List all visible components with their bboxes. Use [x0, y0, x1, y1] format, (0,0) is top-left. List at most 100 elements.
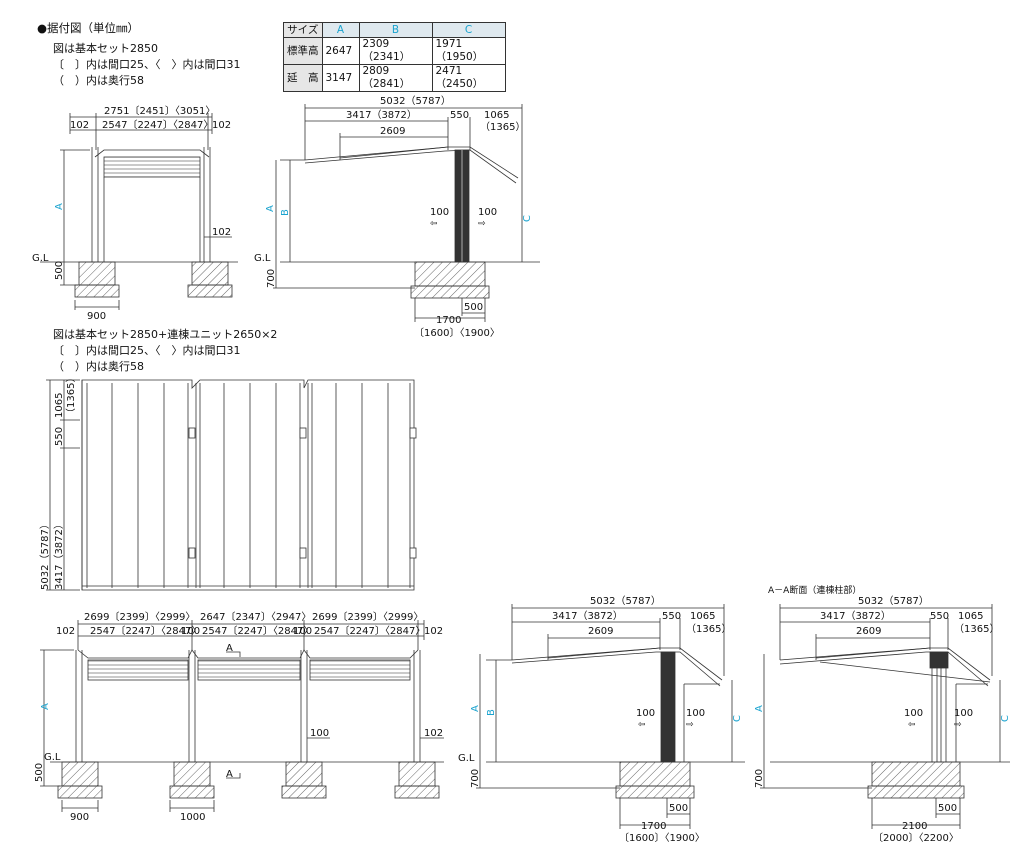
fv1-w-inner: 2547〔2247〕〈2847〉: [102, 119, 213, 131]
sv1-front: 1065: [484, 110, 509, 121]
sv1-gl: G.L: [254, 253, 271, 264]
spec-table: サイズ A B C 標準高 2647 2309（2341） 1971（1950）…: [283, 22, 506, 92]
sv2-total: 5032（5787）: [590, 595, 661, 607]
table-header-b: B: [358, 22, 433, 38]
sv2-base-paren: 〔1600〕〈1900〉: [619, 832, 705, 844]
sv1-back: 3417（3872）: [346, 109, 417, 121]
sv2-gl: G.L: [458, 753, 475, 764]
plan-total: 5032（5787）: [39, 519, 51, 590]
fv1-side-r: 102: [212, 120, 231, 131]
fv1-gl: G.L: [32, 253, 49, 264]
section-view: [760, 604, 1010, 829]
fv2-s2: 100: [181, 626, 200, 637]
fv2-i2: 2547〔2247〕〈2847〉: [202, 625, 313, 637]
sv1-base-total: 1700: [436, 315, 461, 326]
sv1-b: B: [280, 209, 291, 216]
fv2-post-end: 102: [424, 728, 443, 739]
sv2-front-paren: （1365）: [686, 623, 731, 635]
sec-front: 1065: [958, 611, 983, 622]
fv2-w1: 2699〔2399〕〈2999〉: [84, 611, 195, 623]
sv2-mid: 550: [662, 611, 681, 622]
plan-back: 3417（3872）: [53, 519, 65, 590]
fv1-w-total: 2751〔2451〕〈3051〉: [104, 105, 215, 117]
caption-1-line3: （ ）内は奥行58: [53, 74, 144, 87]
table-cell: 2471（2450）: [431, 64, 506, 92]
fv1-found-w: 900: [87, 311, 106, 322]
fv2-gl: G.L: [44, 752, 61, 763]
arrow-right-icon: ⇨: [954, 720, 962, 730]
caption-1-line2: 〔 〕内は間口25、〈 〉内は間口31: [53, 58, 241, 71]
table-cell: 標準高: [283, 37, 323, 65]
sec-c: C: [1000, 715, 1011, 722]
fv2-found-w2: 1000: [180, 812, 205, 823]
sv2-c: C: [732, 715, 743, 722]
fv2-s4: 102: [424, 626, 443, 637]
sec-mid: 550: [930, 611, 949, 622]
fv1-height: A: [54, 203, 65, 210]
page-title: ●据付図（単位㎜）: [37, 21, 140, 35]
sec-back: 3417（3872）: [820, 610, 891, 622]
sec-a: A: [754, 705, 765, 712]
table-cell: 2309（2341）: [358, 37, 433, 65]
sec-post-r: 100: [954, 708, 973, 719]
front-view-2: [40, 620, 444, 812]
sv2-front: 1065: [690, 611, 715, 622]
fv2-w3: 2699〔2399〕〈2999〉: [312, 611, 423, 623]
section-heading: A－A断面（連棟柱部）: [768, 584, 861, 596]
sv1-post-r: 100: [478, 207, 497, 218]
caption-2-line3: （ ）内は奥行58: [53, 360, 144, 373]
front-view-1: [40, 113, 238, 310]
side-view-1: [273, 104, 540, 322]
fv2-section-top: A: [226, 643, 233, 654]
fv2-w2: 2647〔2347〕〈2947〉: [200, 611, 311, 623]
sv1-post-l: 100: [430, 207, 449, 218]
sv2-back: 3417（3872）: [552, 610, 623, 622]
fv1-found-h: 500: [54, 261, 65, 280]
table-cell: 2809（2841）: [358, 64, 433, 92]
sec-base-total: 2100: [902, 821, 927, 832]
sec-total: 5032（5787）: [858, 595, 929, 607]
sv2-post-l: 100: [636, 708, 655, 719]
plan-front: 1065: [54, 393, 65, 418]
sec-beam: 2609: [856, 626, 881, 637]
arrow-left-icon: ⇦: [430, 219, 438, 229]
fv2-s3: 100: [293, 626, 312, 637]
sec-base-paren: 〔2000〕〈2200〉: [873, 832, 959, 844]
arrow-left-icon: ⇦: [638, 720, 646, 730]
plan-view: [46, 379, 417, 591]
sec-post-l: 100: [904, 708, 923, 719]
sv1-front-paren: （1365）: [480, 121, 525, 133]
side-view-2: [476, 604, 745, 829]
sv2-post-r: 100: [686, 708, 705, 719]
sv1-base-paren: 〔1600〕〈1900〉: [414, 327, 500, 339]
sv1-mid: 550: [450, 110, 469, 121]
fv1-side-l: 102: [70, 120, 89, 131]
arrow-left-icon: ⇦: [908, 720, 916, 730]
table-cell: 1971（1950）: [431, 37, 506, 65]
sv2-beam: 2609: [588, 626, 613, 637]
fv1-post-gap: 102: [212, 227, 231, 238]
sv1-found-h: 700: [266, 269, 277, 288]
arrow-right-icon: ⇨: [478, 219, 486, 229]
caption-1-line1: 図は基本セット2850: [53, 42, 158, 55]
caption-2-line2: 〔 〕内は間口25、〈 〉内は間口31: [53, 344, 241, 357]
table-cell: 延 高: [283, 64, 323, 92]
sv1-total: 5032（5787）: [380, 95, 451, 107]
caption-2-line1: 図は基本セット2850+連棟ユニット2650×2: [53, 328, 278, 341]
fv2-post-mid: 100: [310, 728, 329, 739]
fv2-section-bottom: A: [226, 769, 233, 780]
sv1-a: A: [265, 205, 276, 212]
sv2-b: B: [486, 709, 497, 716]
fv2-i3: 2547〔2247〕〈2847〉: [314, 625, 425, 637]
sv2-base-r: 500: [669, 803, 688, 814]
fv2-i1: 2547〔2247〕〈2847〉: [90, 625, 201, 637]
sv1-base-r: 500: [464, 302, 483, 313]
table-cell: 2647: [321, 37, 360, 65]
plan-mid: 550: [54, 427, 65, 446]
plan-front-paren: （1365）: [65, 373, 77, 418]
sec-found-h: 700: [754, 769, 765, 788]
table-row: 延 高 3147 2809（2841） 2471（2450）: [283, 64, 506, 92]
sv2-found-h: 700: [470, 769, 481, 788]
fv2-height: A: [40, 703, 51, 710]
